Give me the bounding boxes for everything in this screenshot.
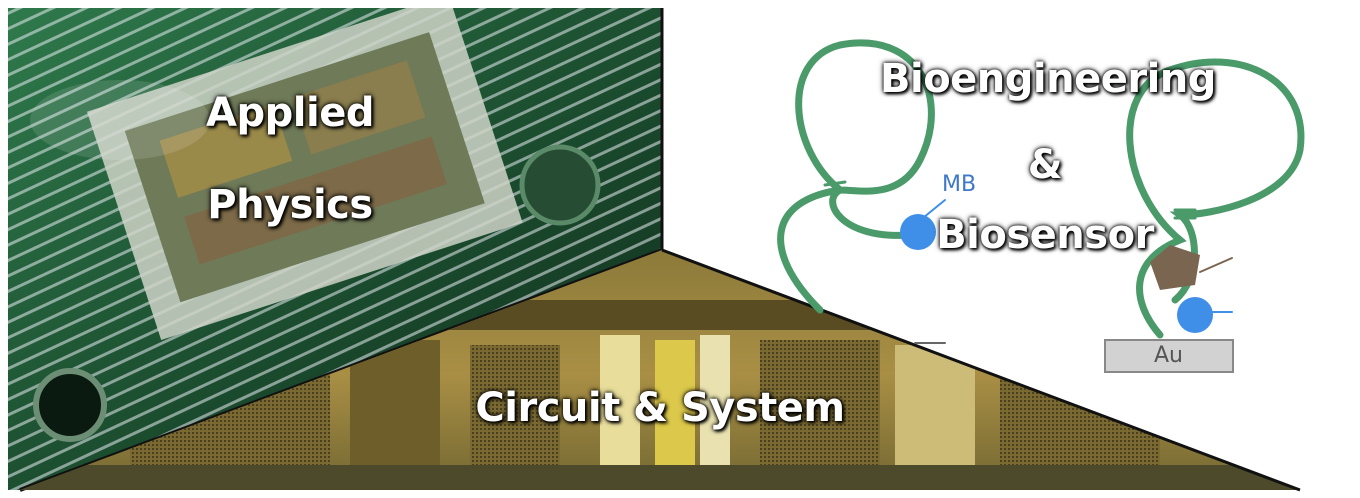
dna-strand-right	[1126, 58, 1305, 339]
surface-bead	[1177, 297, 1213, 333]
separator-line-right	[661, 248, 1301, 492]
au-electrode	[1104, 339, 1234, 373]
applied-label-line2: Physics	[207, 182, 373, 228]
au-label: Au	[1154, 343, 1183, 368]
bio-label-line2: &	[1027, 142, 1063, 188]
bio-label-line1: Bioengineering	[880, 56, 1216, 102]
mb-bead	[900, 214, 936, 250]
biosensor-diagram	[777, 39, 1305, 373]
mb-label: MB	[942, 172, 977, 197]
applied-label-line1: Applied	[206, 90, 374, 136]
pentagon-molecule	[1150, 245, 1200, 290]
applied-physics-photo	[8, 8, 662, 490]
bio-label-line3: Biosensor	[936, 212, 1154, 258]
circuit-label: Circuit & System	[475, 385, 845, 431]
